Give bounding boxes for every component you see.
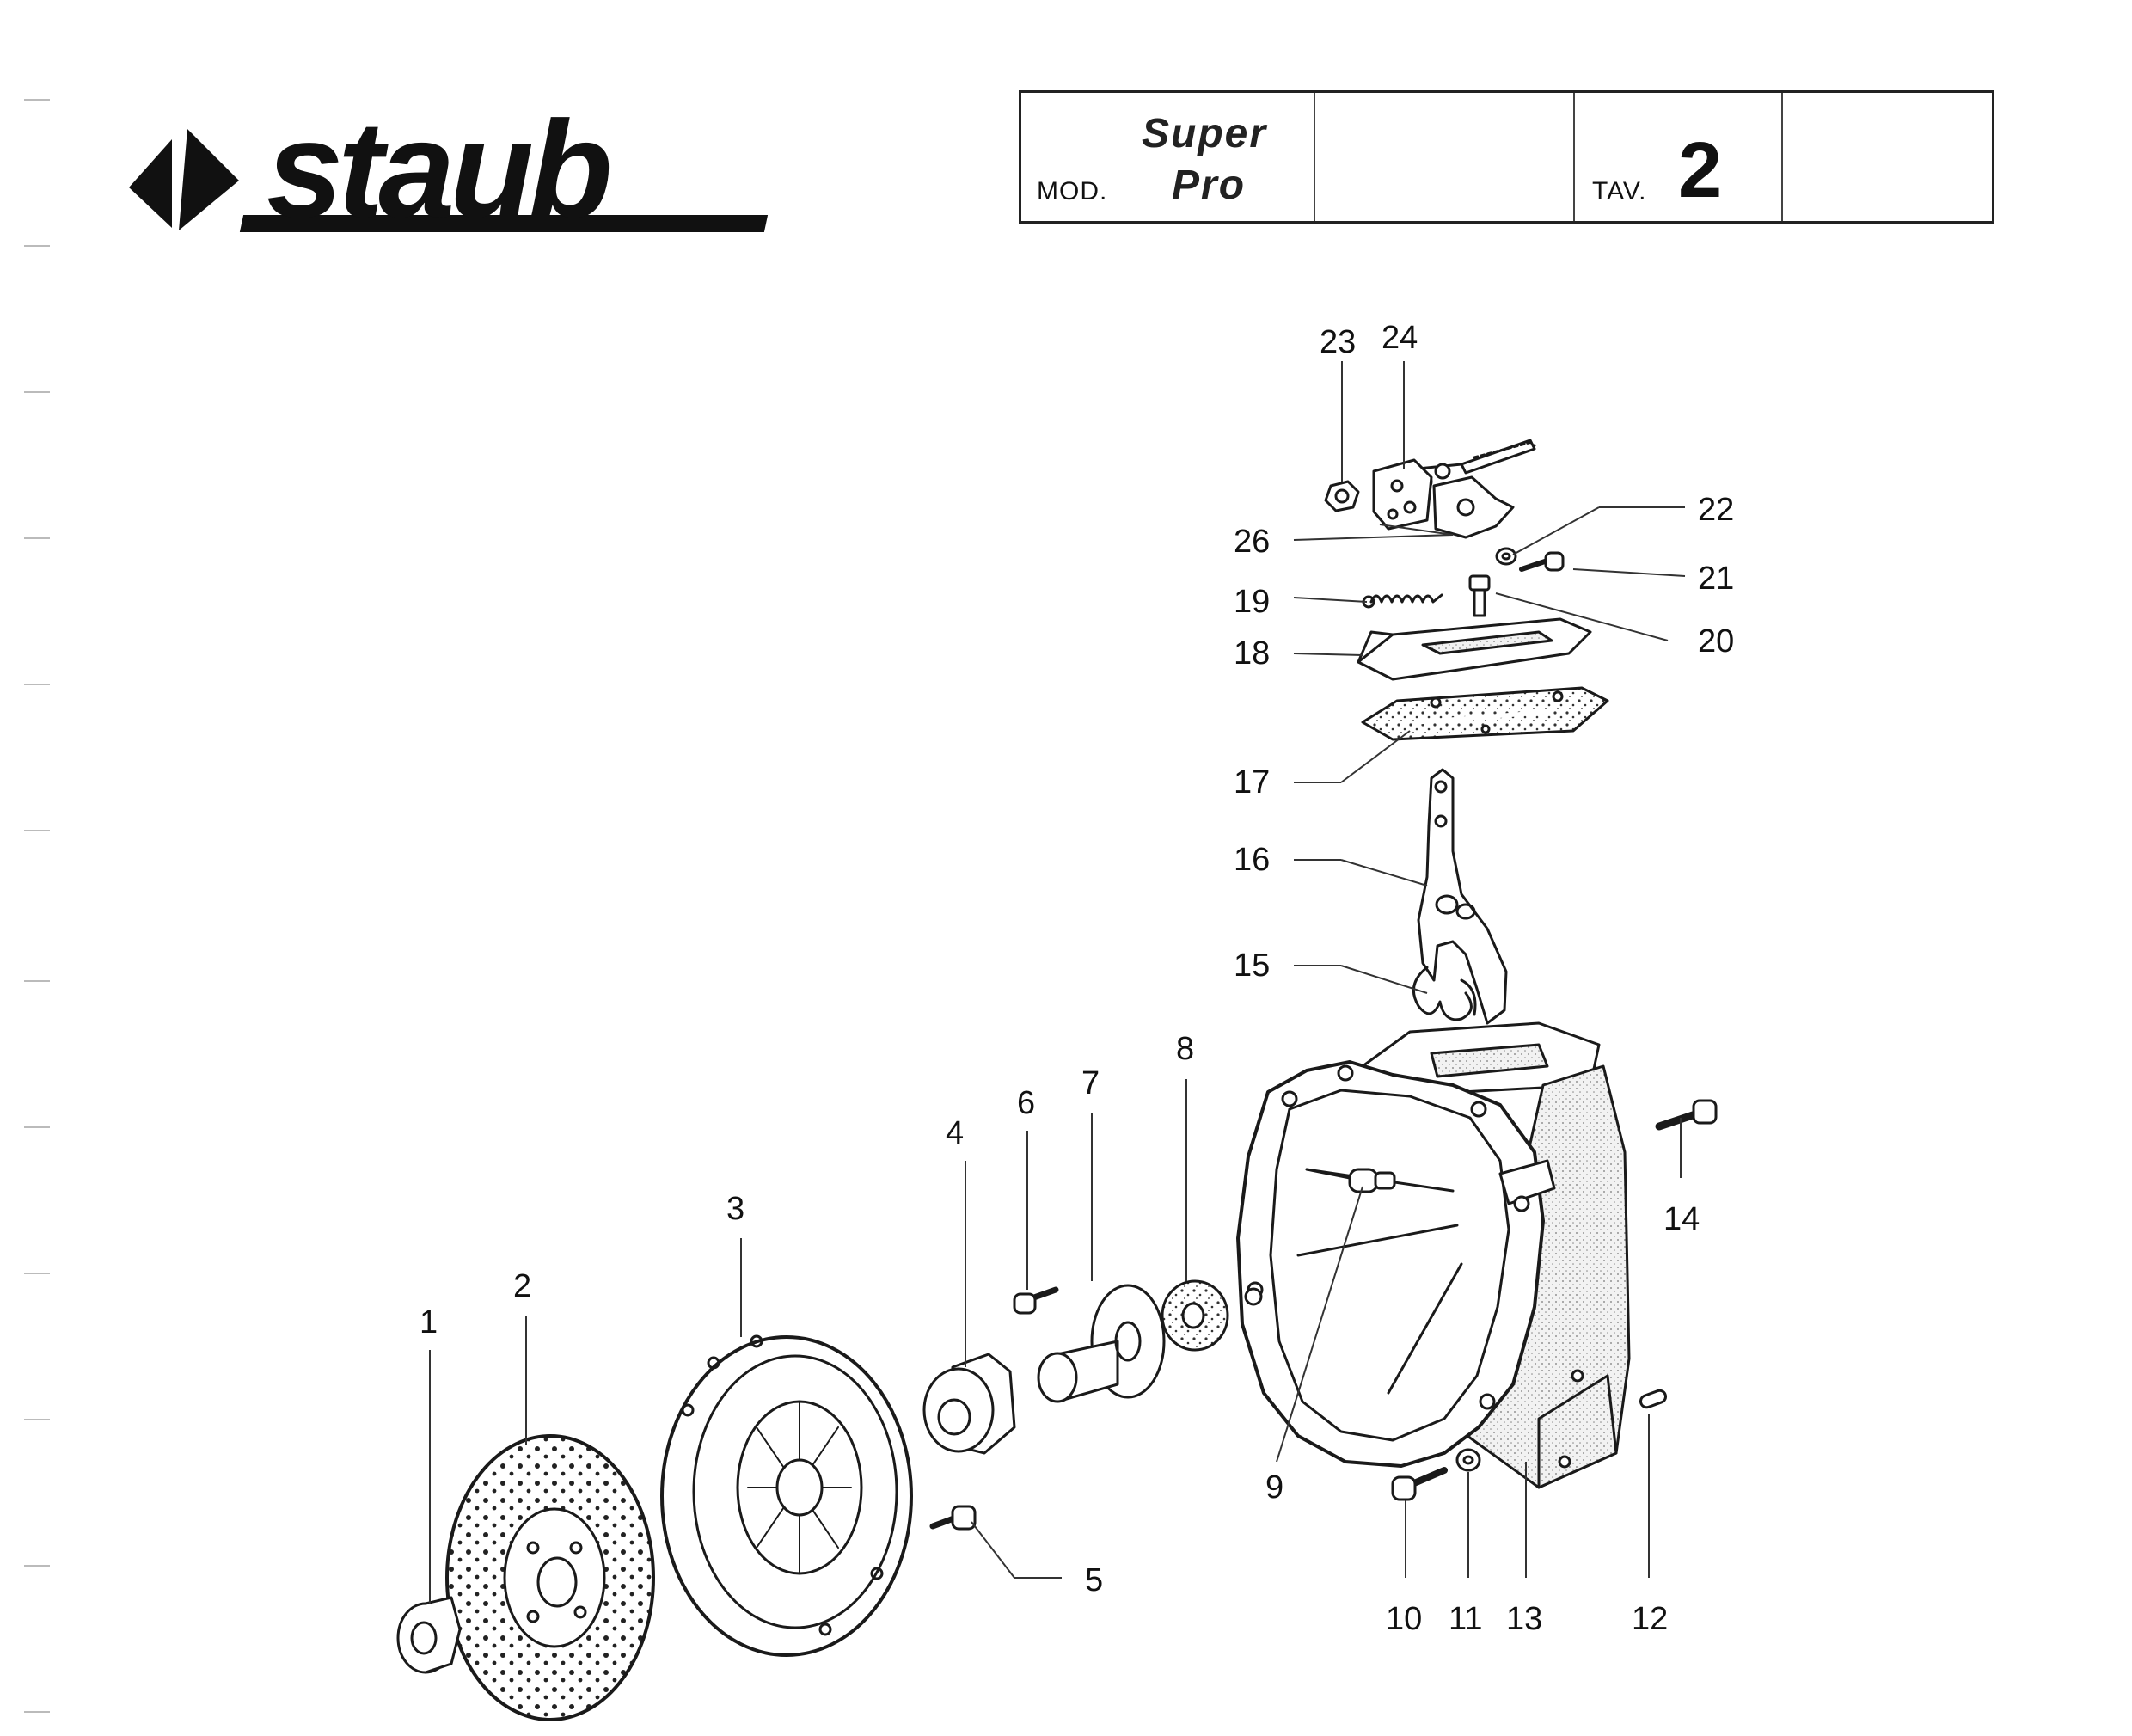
part-13-clutch-housing [1236, 1021, 1631, 1489]
callout-12: 12 [1632, 1601, 1668, 1637]
callout-15: 15 [1234, 948, 1270, 984]
scan-mark [24, 99, 50, 101]
callout-26: 26 [1234, 524, 1270, 560]
callout-13: 13 [1506, 1601, 1542, 1637]
part-12-dowel-pin [1639, 1389, 1668, 1409]
callout-labels: 1 2 3 4 5 6 7 8 9 10 11 12 13 14 15 16 1… [420, 320, 1734, 1637]
title-block-empty-cell [1314, 93, 1575, 221]
part-4-release-bearing [922, 1353, 1016, 1455]
part-26-bracket [1372, 458, 1515, 539]
callout-1: 1 [420, 1304, 438, 1340]
scan-mark [24, 1711, 50, 1713]
callout-14: 14 [1663, 1201, 1700, 1237]
part-9-fitting [1348, 1168, 1396, 1193]
part-20-pin [1468, 574, 1491, 617]
callout-6: 6 [1017, 1085, 1035, 1121]
part-3-pressure-plate [660, 1334, 913, 1657]
scan-mark [24, 1273, 50, 1274]
part-6-screw [1013, 1286, 1059, 1315]
callout-19: 19 [1234, 584, 1270, 620]
part-14-bolt [1655, 1099, 1718, 1131]
part-16-release-fork [1417, 768, 1508, 1025]
leader-lines [429, 361, 1686, 1604]
callout-20: 20 [1698, 623, 1734, 659]
tav-label: TAV. [1592, 177, 1647, 205]
part-17-gasket [1361, 686, 1609, 741]
callout-4: 4 [946, 1115, 964, 1151]
callout-2: 2 [513, 1268, 531, 1304]
part-23-nut [1324, 480, 1360, 512]
staub-logo: staub [129, 86, 851, 246]
part-10-screw [1391, 1467, 1448, 1501]
scan-mark [24, 1126, 50, 1128]
callout-9: 9 [1265, 1469, 1283, 1506]
part-8-seal [1161, 1279, 1263, 1352]
callout-17: 17 [1234, 764, 1270, 801]
callout-10: 10 [1386, 1601, 1422, 1637]
callout-22: 22 [1698, 492, 1734, 528]
scan-mark [24, 391, 50, 393]
callout-8: 8 [1176, 1031, 1194, 1067]
part-2-clutch-disc [445, 1434, 655, 1721]
callout-23: 23 [1320, 324, 1356, 360]
callout-3: 3 [726, 1191, 744, 1227]
part-5-screw [929, 1505, 977, 1531]
scan-mark [24, 684, 50, 685]
callout-21: 21 [1698, 561, 1734, 597]
part-19-spring [1362, 593, 1443, 609]
part-11-washer [1455, 1448, 1481, 1472]
callout-5: 5 [1085, 1562, 1103, 1598]
part-22-washer [1495, 547, 1517, 566]
callout-24: 24 [1382, 320, 1418, 356]
scan-mark [24, 245, 50, 247]
scan-mark [24, 537, 50, 539]
scan-mark [24, 980, 50, 982]
part-1-pilot-bearing [396, 1596, 462, 1674]
mod-label: MOD. [1037, 177, 1108, 205]
title-block-model-cell: MOD. Super Pro [1021, 93, 1315, 221]
callout-11: 11 [1449, 1601, 1482, 1637]
title-block-tav-cell: TAV. 2 [1573, 93, 1783, 221]
part-21-screw [1519, 551, 1565, 572]
callout-18: 18 [1234, 635, 1270, 672]
callout-16: 16 [1234, 842, 1270, 878]
tav-number: 2 [1678, 126, 1723, 214]
callout-7: 7 [1081, 1065, 1100, 1101]
scan-mark [24, 1419, 50, 1420]
part-7-guide-tube [1037, 1284, 1166, 1403]
part-18-cover-plate [1357, 617, 1592, 681]
scan-mark [24, 1565, 50, 1567]
model-name-line1: Super [1142, 111, 1268, 156]
model-name-line2: Pro [1172, 163, 1247, 208]
logo-wordmark: staub [266, 92, 610, 236]
scan-mark [24, 830, 50, 831]
title-block: MOD. Super Pro TAV. 2 [1019, 90, 1994, 224]
part-15-spring-clip [1412, 966, 1477, 1021]
